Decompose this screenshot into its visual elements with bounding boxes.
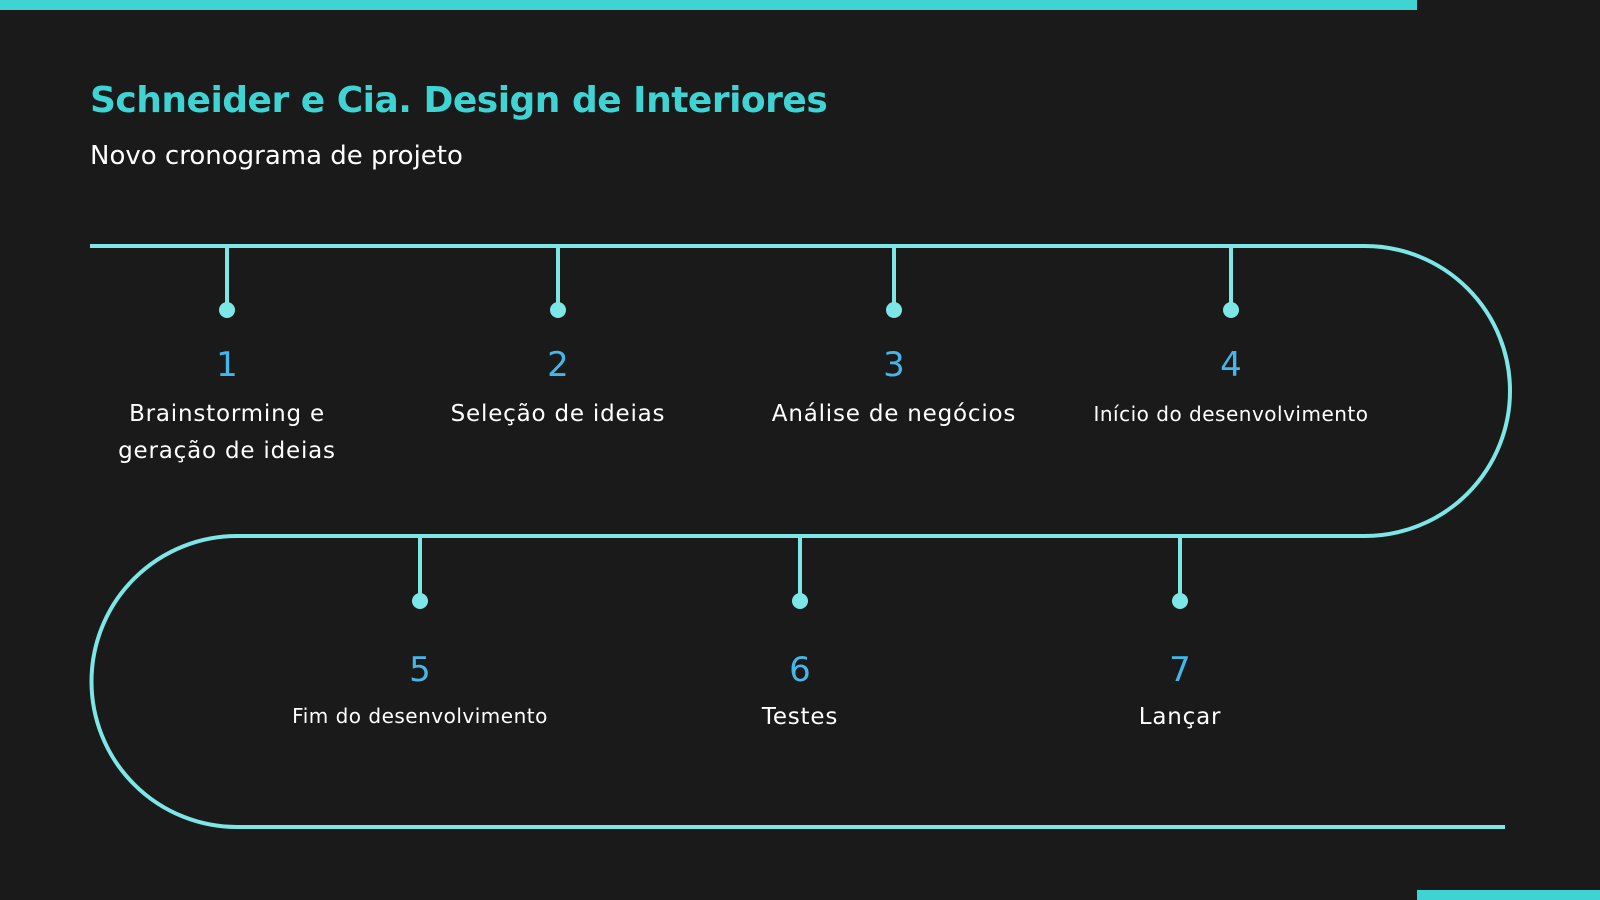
step-marker-dot: [550, 302, 566, 318]
bottom-accent-bar: [1417, 890, 1600, 900]
step-number: 7: [1169, 650, 1191, 690]
step-label: Brainstorming e geração de ideias: [118, 401, 336, 464]
step-number: 3: [883, 345, 905, 385]
step-marker-dot: [1223, 302, 1239, 318]
step-marker-dot: [886, 302, 902, 318]
step-marker-dot: [1172, 593, 1188, 609]
step-number: 5: [409, 650, 431, 690]
page-subtitle: Novo cronograma de projeto: [90, 141, 463, 171]
step-marker-dot: [792, 593, 808, 609]
top-accent-bar: [0, 0, 1417, 10]
step-marker-dot: [219, 302, 235, 318]
step-label: Fim do desenvolvimento: [292, 704, 548, 728]
step-label: Lançar: [1138, 704, 1222, 730]
step-number: 1: [216, 345, 238, 385]
step-number: 6: [789, 650, 811, 690]
step-number: 4: [1220, 345, 1242, 385]
step-label: Início do desenvolvimento: [1093, 402, 1369, 426]
page-title: Schneider e Cia. Design de Interiores: [90, 80, 828, 121]
step-number: 2: [547, 345, 569, 385]
step-label: Testes: [761, 704, 839, 730]
step-marker-dot: [412, 593, 428, 609]
step-label: Seleção de ideias: [450, 401, 666, 427]
step-label: Análise de negócios: [771, 401, 1017, 427]
